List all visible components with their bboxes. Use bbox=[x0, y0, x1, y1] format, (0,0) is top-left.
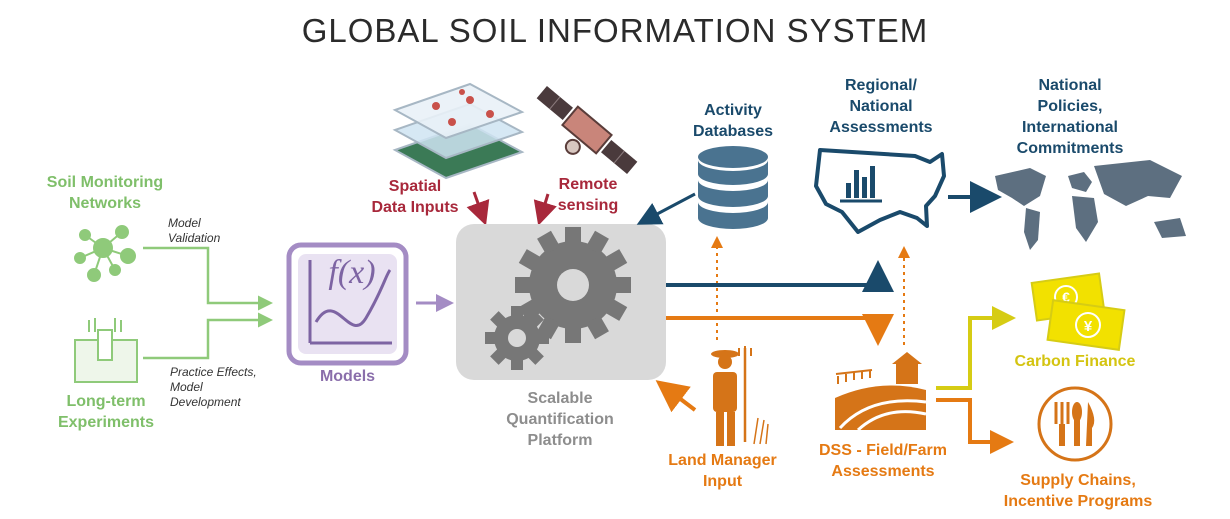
euro-symbol: € bbox=[1062, 289, 1070, 305]
yen-symbol: ¥ bbox=[1084, 318, 1093, 335]
platform-to-regional-arrow bbox=[666, 260, 894, 292]
large-gear-icon bbox=[515, 227, 631, 343]
spatial-layers-icon bbox=[392, 82, 525, 180]
models-icon: f(x) bbox=[286, 242, 409, 366]
farmer-icon bbox=[711, 346, 769, 446]
dss-to-supply-arrow bbox=[936, 398, 1014, 454]
us-map-icon bbox=[814, 148, 946, 234]
spatial-to-platform-arrow bbox=[466, 191, 490, 226]
experiment-plot-icon bbox=[74, 318, 138, 383]
dss-label: DSS - Field/Farm Assessments bbox=[818, 442, 948, 480]
remote-sensing-label: Remote sensing bbox=[557, 176, 619, 214]
long-term-label: Long-term Experiments bbox=[57, 393, 155, 431]
supply-chains-label: Supply Chains, Incentive Programs bbox=[1003, 472, 1153, 510]
carbon-finance-label: Carbon Finance bbox=[1014, 353, 1136, 370]
land-manager-to-platform-arrow bbox=[655, 380, 697, 413]
activity-databases-label: Activity Databases bbox=[692, 102, 774, 140]
farm-field-icon bbox=[835, 352, 927, 432]
spatial-data-label: Spatial Data Inputs bbox=[371, 178, 459, 216]
land-manager-label: Land Manager Input bbox=[668, 452, 777, 490]
green-connectors bbox=[143, 246, 273, 360]
small-gear-icon bbox=[485, 306, 549, 370]
fx-symbol: f(x) bbox=[328, 254, 375, 291]
regional-assessments-label: Regional/ National Assessments bbox=[829, 77, 933, 136]
remote-to-platform-arrow bbox=[533, 193, 557, 226]
platform-to-dss-arrow bbox=[666, 314, 894, 346]
database-icon bbox=[698, 146, 768, 229]
platform-label: Scalable Quantification Platform bbox=[506, 390, 614, 449]
world-map-icon bbox=[995, 160, 1186, 250]
national-policies-label: National Policies, International Commitm… bbox=[1016, 77, 1124, 157]
practice-effects-note: Practice Effects, Model Development bbox=[170, 365, 257, 409]
utensils-icon bbox=[1037, 386, 1113, 462]
models-label: Models bbox=[319, 368, 376, 385]
database-to-platform-arrow bbox=[636, 192, 696, 225]
model-validation-note: Model Validation bbox=[168, 216, 221, 245]
dss-to-carbon-arrow bbox=[936, 306, 1016, 390]
soil-monitoring-label: Soil Monitoring Networks bbox=[46, 174, 164, 212]
satellite-icon bbox=[536, 85, 638, 175]
diagram-title: GLOBAL SOIL INFORMATION SYSTEM bbox=[301, 12, 929, 49]
money-icon: € ¥ bbox=[1030, 272, 1126, 351]
soil-network-icon bbox=[74, 225, 136, 282]
